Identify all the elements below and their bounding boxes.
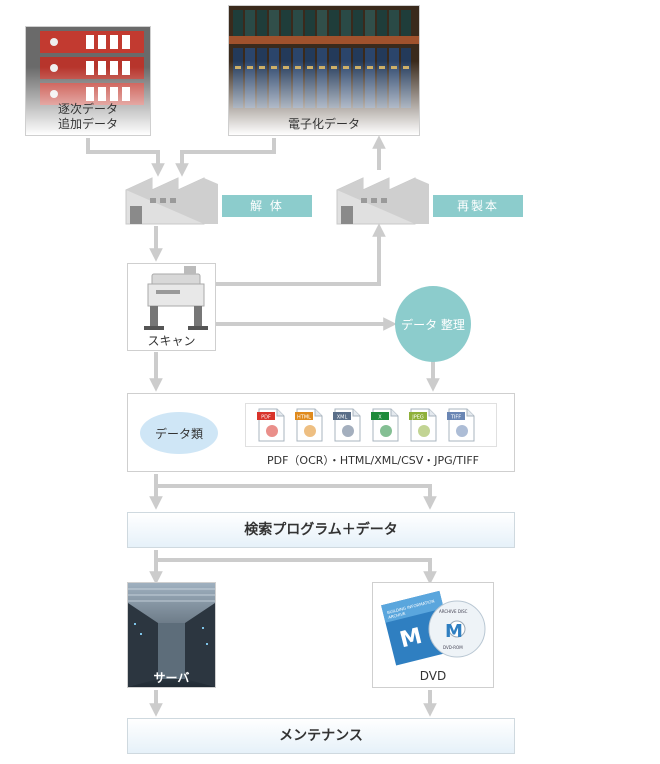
dvd-label: DVD [419, 669, 447, 683]
data-types-box: データ類 PDF HTML XML X JPEG TIFF PDF（OCR）・HTML/X… [127, 393, 515, 472]
search-program-label: 検索プログラム＋データ [244, 522, 398, 538]
organize-label: データ 整理 [401, 318, 465, 332]
arrow-digital-to-dismantle [175, 138, 276, 177]
dvd-package-icon: M BUILDING INFORMATION ARCHIVE M ARCHIVE… [381, 590, 486, 666]
organize-bubble: データ 整理 [395, 286, 471, 362]
xml-file-icon: XML [333, 408, 361, 442]
sequential-data-box: 逐次データ 追加データ [25, 26, 151, 136]
dvd-cover-line2: ARCHIVE [388, 611, 407, 620]
server-label: サーバ [153, 671, 190, 685]
file-icons-panel: PDF HTML XML X JPEG TIFF [245, 403, 497, 447]
html-file-icon: HTML [295, 408, 323, 442]
data-types-bubble: データ類 [140, 412, 218, 454]
tiff-file-icon: TIFF [447, 408, 475, 442]
scanner-box: スキャン [127, 263, 216, 351]
search-program-band: 検索プログラム＋データ [127, 512, 515, 548]
arrow-scanner-to-rebind [216, 223, 386, 286]
excel-file-icon: X [371, 408, 399, 442]
dvd-box: M BUILDING INFORMATION ARCHIVE M ARCHIVE… [372, 582, 494, 688]
digital-data-label: 電子化データ [287, 117, 360, 131]
digital-data-box: 電子化データ [228, 5, 420, 136]
arrow-datatypes-to-search-right [156, 484, 437, 510]
server-box: サーバ [127, 582, 216, 688]
jpeg-file-icon-badge: JPEG [411, 415, 424, 421]
pdf-file-icon: PDF [257, 408, 285, 442]
sequential-data-label: 逐次データ [57, 102, 118, 116]
binders-photo-icon [26, 27, 150, 135]
jpeg-file-icon: JPEG [409, 408, 437, 442]
dismantle-tag: 解 体 [222, 195, 312, 217]
xml-file-icon-badge: XML [337, 415, 348, 421]
additional-data-label: 追加データ [57, 117, 118, 131]
tiff-file-icon-badge: TIFF [450, 415, 461, 421]
maintenance-band: メンテナンス [127, 718, 515, 754]
maintenance-label: メンテナンス [279, 728, 363, 744]
scanner-label: スキャン [147, 334, 196, 348]
dismantle-factory-icon [125, 177, 218, 225]
data-types-label: データ類 [154, 427, 203, 441]
svg-text:M: M [445, 621, 463, 642]
rebind-factory-icon [336, 177, 429, 225]
pdf-file-icon-badge: PDF [261, 415, 271, 421]
data-formats-label: PDF（OCR）・HTML/XML/CSV・JPG/TIFF [266, 454, 479, 467]
scanner-icon [144, 266, 208, 330]
dvd-disc-line1: ARCHIVE DISC [439, 609, 468, 614]
dvd-disc-line2: DVD-ROM [443, 645, 463, 650]
bookshelf-photo-icon [229, 6, 419, 135]
excel-file-icon-badge: X [378, 415, 382, 421]
server-room-photo-icon [128, 583, 215, 687]
arrow-search-to-dvd [156, 558, 437, 585]
html-file-icon-badge: HTML [297, 415, 311, 421]
rebind-tag: 再製本 [433, 195, 523, 217]
arrow-sequential-to-dismantle [86, 138, 165, 177]
